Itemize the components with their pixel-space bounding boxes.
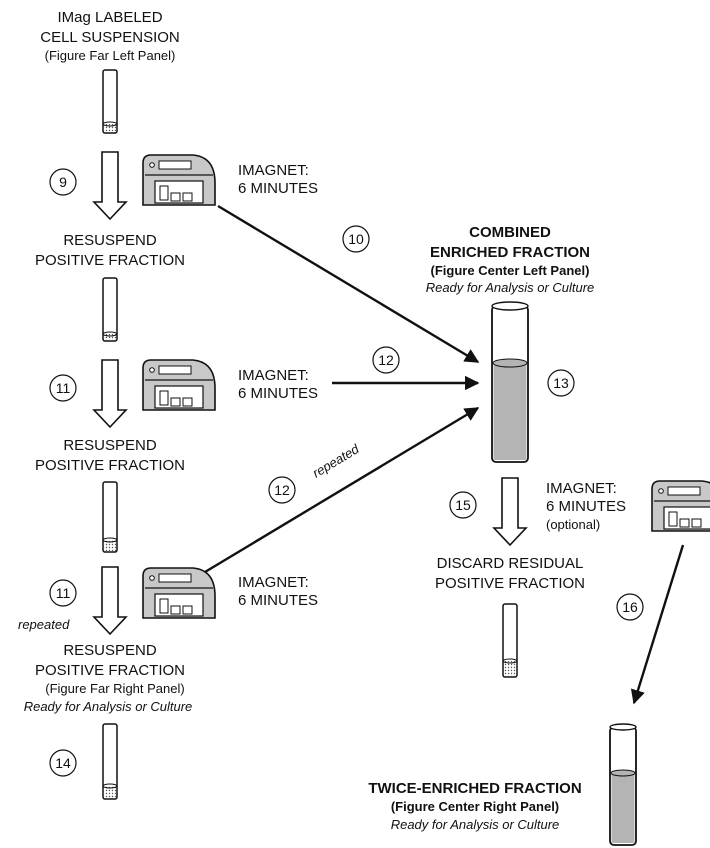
imagnet-device-3-icon xyxy=(142,567,216,619)
start-line2: CELL SUSPENSION xyxy=(40,29,180,46)
arrow-step-10 xyxy=(217,204,480,364)
step-15-marker: 15 xyxy=(449,491,477,519)
down-arrow-step-11-repeated xyxy=(92,566,128,636)
start-line3: (Figure Far Left Panel) xyxy=(45,48,176,63)
start-line1: IMag LABELED xyxy=(57,9,162,26)
imagnet-label-1: IMAGNET: xyxy=(238,162,309,179)
resuspend-3-line1: RESUSPEND xyxy=(63,642,157,659)
down-arrow-step-9 xyxy=(92,151,128,221)
imagnet-minutes-4: 6 MINUTES xyxy=(546,498,626,515)
discard-line1: DISCARD RESIDUAL xyxy=(437,555,584,572)
tube-positive-fraction-1 xyxy=(102,277,118,342)
step-10-marker: 10 xyxy=(342,225,370,253)
step-11-marker: 11 xyxy=(49,374,77,402)
down-arrow-step-11 xyxy=(92,359,128,429)
tube-twice-enriched xyxy=(609,723,637,846)
step-10-number: 10 xyxy=(348,231,364,247)
step-9-number: 9 xyxy=(59,174,67,190)
imagnet-device-1-icon xyxy=(142,154,216,206)
twice-line1: TWICE-ENRICHED FRACTION xyxy=(368,780,581,797)
step-15-number: 15 xyxy=(455,497,471,513)
step-13-number: 13 xyxy=(553,375,569,391)
combined-line2: ENRICHED FRACTION xyxy=(430,244,590,261)
step-12-repeated-marker: 12 xyxy=(268,476,296,504)
far-right-panel-ready: Ready for Analysis or Culture xyxy=(24,699,193,714)
repeated-note-arrow: repeated xyxy=(310,441,362,481)
twice-line3: Ready for Analysis or Culture xyxy=(391,817,560,832)
step-14-number: 14 xyxy=(55,755,71,771)
step-11-repeated-number: 11 xyxy=(56,585,71,601)
combined-line4: Ready for Analysis or Culture xyxy=(426,280,595,295)
step-14-marker: 14 xyxy=(49,749,77,777)
far-right-panel-ref: (Figure Far Right Panel) xyxy=(45,681,184,696)
combined-label: COMBINED ENRICHED FRACTION (Figure Cente… xyxy=(426,224,595,295)
step-11-number: 11 xyxy=(56,380,71,396)
imagnet-minutes-3: 6 MINUTES xyxy=(238,592,318,609)
imagnet-optional: (optional) xyxy=(546,517,600,532)
step-16-number: 16 xyxy=(622,599,638,615)
tube-combined-enriched xyxy=(491,301,529,463)
combined-line1: COMBINED xyxy=(469,224,551,241)
step-16-marker: 16 xyxy=(616,593,644,621)
twice-line2: (Figure Center Right Panel) xyxy=(391,799,559,814)
imagnet-minutes-1: 6 MINUTES xyxy=(238,180,318,197)
down-arrow-step-15 xyxy=(492,477,528,547)
repeated-note-left: repeated xyxy=(18,617,70,632)
step-13-marker: 13 xyxy=(547,369,575,397)
imagnet-label-3: IMAGNET: xyxy=(238,574,309,591)
start-label: IMag LABELED CELL SUSPENSION (Figure Far… xyxy=(40,9,180,63)
imagnet-minutes-2: 6 MINUTES xyxy=(238,385,318,402)
resuspend-1-line1: RESUSPEND xyxy=(63,232,157,249)
tube-positive-fraction-2 xyxy=(102,481,118,553)
step-12-repeated-number: 12 xyxy=(274,482,290,498)
twice-enriched-label: TWICE-ENRICHED FRACTION (Figure Center R… xyxy=(368,780,581,832)
tube-labeled-suspension xyxy=(102,69,118,134)
imagnet-device-2-icon xyxy=(142,359,216,411)
step-11-repeated-marker: 11 xyxy=(49,579,77,607)
resuspend-1-line2: POSITIVE FRACTION xyxy=(35,252,185,269)
combined-line3: (Figure Center Left Panel) xyxy=(431,263,590,278)
resuspend-3-line2: POSITIVE FRACTION xyxy=(35,662,185,679)
resuspend-2-line2: POSITIVE FRACTION xyxy=(35,457,185,474)
tube-discard-residual xyxy=(502,603,518,678)
tube-final-positive-fraction xyxy=(102,723,118,800)
imagnet-label-2: IMAGNET: xyxy=(238,367,309,384)
imagnet-label-4: IMAGNET: xyxy=(546,480,617,497)
imagnet-device-4-icon xyxy=(651,480,710,532)
step-12-marker: 12 xyxy=(372,346,400,374)
step-9-marker: 9 xyxy=(49,168,77,196)
resuspend-2-line1: RESUSPEND xyxy=(63,437,157,454)
discard-line2: POSITIVE FRACTION xyxy=(435,575,585,592)
arrow-step-16 xyxy=(630,544,685,705)
step-12-number: 12 xyxy=(378,352,394,368)
arrow-step-12-repeated xyxy=(204,406,480,574)
